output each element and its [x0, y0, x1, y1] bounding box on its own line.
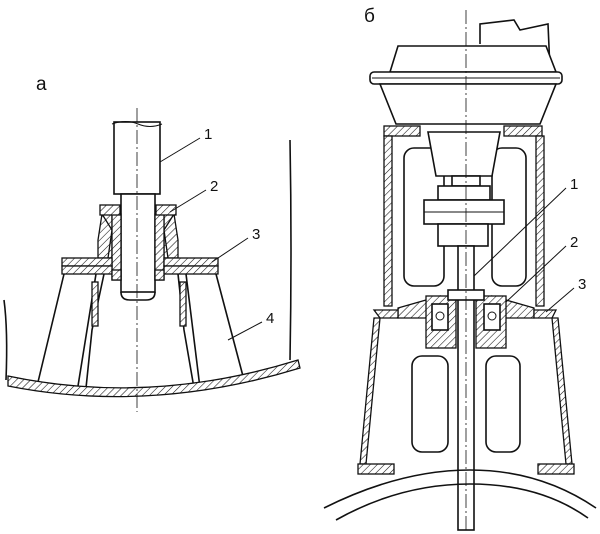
callout-b-2: 2 [570, 234, 579, 251]
callout-b-1: 1 [570, 176, 579, 193]
frame-b [383, 125, 545, 307]
callout-a-3: 3 [252, 226, 261, 243]
bottom-a [7, 359, 301, 398]
vessel-wall-left [3, 299, 8, 381]
bearing-b [397, 289, 535, 349]
blades-a [37, 273, 245, 389]
panel-b-drawing [323, 10, 597, 531]
disc-a [61, 257, 219, 281]
callout-a-4: 4 [266, 310, 275, 327]
callout-a-1: 1 [204, 126, 213, 143]
panel-b-label: б [364, 6, 375, 27]
panel-a-label: а [36, 74, 47, 95]
panel-a-drawing [3, 108, 301, 412]
callout-a-2: 2 [210, 178, 219, 195]
vessel-wall-right [289, 139, 292, 361]
callout-b-3: 3 [578, 276, 587, 293]
housing-b [323, 309, 597, 521]
